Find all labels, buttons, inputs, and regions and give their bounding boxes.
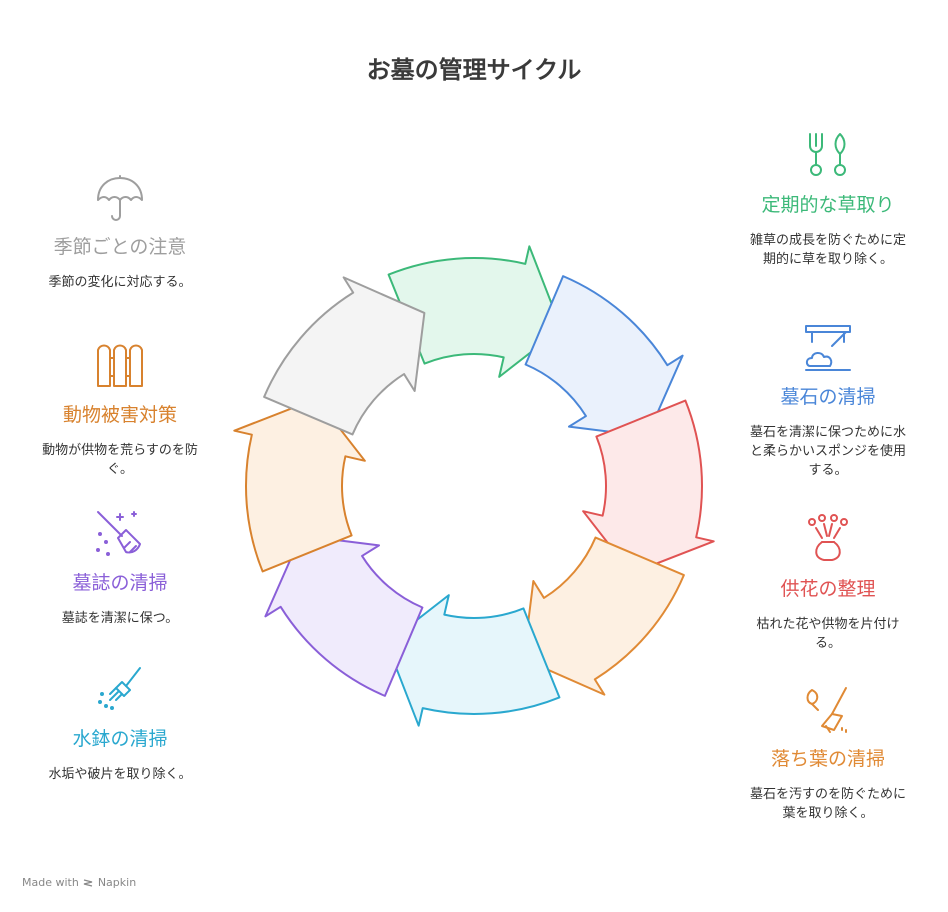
step-weeding: 定期的な草取り 雑草の成長を防ぐために定期的に草を取り除く。 — [748, 130, 908, 269]
step-seasonal: 季節ごとの注意 季節の変化に対応する。 — [40, 172, 200, 292]
cycle-arrows — [233, 245, 715, 727]
step-epitaph-desc: 墓誌を清潔に保つ。 — [61, 611, 179, 626]
step-weeding-desc: 雑草の成長を防ぐために定期的に草を取り除く。 — [749, 233, 906, 267]
step-stone-desc: 墓石を清潔に保つために水と柔らかいスポンジを使用する。 — [749, 425, 906, 478]
step-animals-label: 動物被害対策 — [62, 404, 177, 426]
napkin-logo-icon — [84, 879, 93, 887]
sparkle-broom-icon — [96, 511, 141, 556]
cycle-arrow-flowers — [582, 399, 715, 575]
cycle-arrow-weeding — [387, 245, 563, 378]
step-water-desc: 水垢や破片を取り除く。 — [48, 767, 192, 782]
step-weeding-label: 定期的な草取り — [761, 194, 895, 216]
step-flowers-label: 供花の整理 — [780, 578, 876, 600]
cycle-arrow-leaves — [522, 536, 685, 696]
cycle-arrow-water — [385, 594, 561, 727]
step-leaves-label: 落ち葉の清掃 — [770, 748, 885, 770]
step-stone: 墓石の清掃 墓石を清潔に保つために水と柔らかいスポンジを使用する。 — [748, 322, 908, 480]
step-leaves: 落ち葉の清掃 墓石を汚すのを防ぐために葉を取り除く。 — [748, 684, 908, 823]
cycle-arrow-animals — [233, 397, 366, 573]
umbrella-icon — [97, 175, 143, 221]
cleaning-icon — [805, 325, 851, 371]
step-seasonal-desc: 季節の変化に対応する。 — [48, 275, 192, 290]
step-epitaph-label: 墓誌の清掃 — [72, 572, 168, 594]
step-flowers-desc: 枯れた花や供物を片付ける。 — [756, 617, 900, 651]
cycle-arrow-seasonal — [263, 276, 426, 436]
broom-leaf-icon — [806, 687, 847, 733]
cycle-arrow-epitaph — [264, 534, 424, 697]
step-water: 水鉢の清掃 水垢や破片を取り除く。 — [40, 664, 200, 784]
step-animals: 動物被害対策 動物が供物を荒らすのを防ぐ。 — [40, 340, 200, 479]
step-epitaph: 墓誌の清掃 墓誌を清潔に保つ。 — [40, 508, 200, 628]
step-flowers: 供花の整理 枯れた花や供物を片付ける。 — [748, 514, 908, 653]
cycle-arrow-stone — [524, 275, 684, 438]
page-title: お墓の管理サイクル — [366, 56, 582, 84]
made-with-napkin[interactable]: Made with Napkin — [22, 876, 136, 889]
made-with-text: Made with — [22, 876, 79, 889]
flower-vase-icon — [808, 514, 848, 561]
step-stone-label: 墓石の清掃 — [780, 386, 876, 408]
step-animals-desc: 動物が供物を荒らすのを防ぐ。 — [42, 443, 198, 477]
step-leaves-desc: 墓石を汚すのを防ぐために葉を取り除く。 — [749, 787, 906, 821]
gardening-tools-icon — [809, 133, 846, 176]
step-seasonal-label: 季節ごとの注意 — [53, 236, 187, 258]
step-water-label: 水鉢の清掃 — [72, 728, 168, 750]
fence-icon — [97, 344, 143, 387]
brush-icon — [98, 667, 141, 710]
napkin-brand: Napkin — [97, 876, 137, 889]
